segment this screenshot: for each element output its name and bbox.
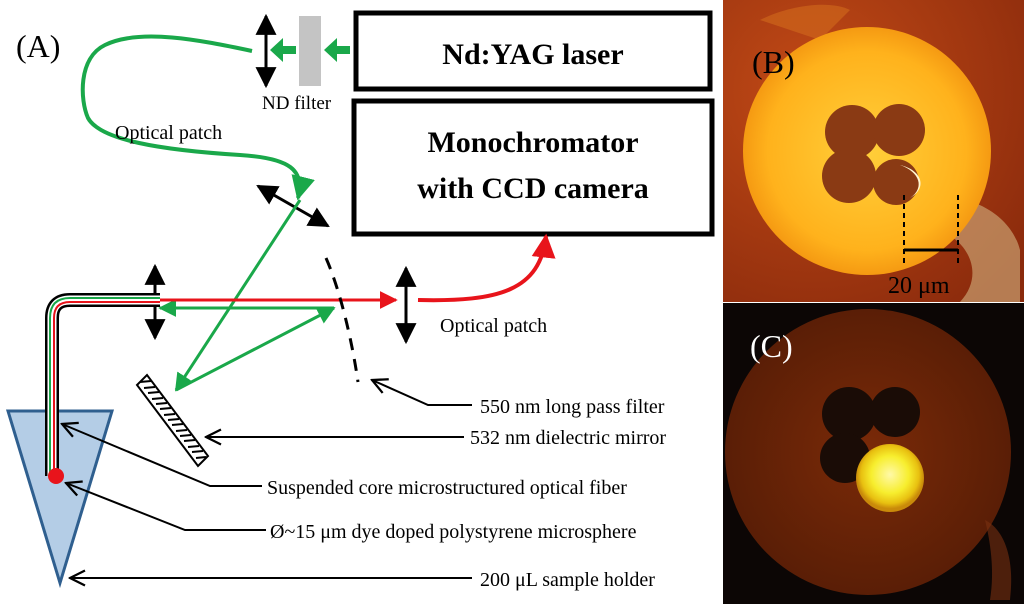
laser-output-arrow (324, 38, 350, 62)
emission-patch-cable (417, 233, 556, 303)
laser-box: Nd:YAG laser (353, 10, 713, 92)
monochromator-label-line1: Monochromator (427, 126, 638, 159)
optical-fiber-core-red (53, 301, 160, 476)
long-pass-filter-label: 550 nm long pass filter (480, 396, 665, 418)
nd-filter-output-arrow (270, 38, 296, 62)
lens-diagonal-icon (256, 184, 330, 228)
panel-b-label: (B) (752, 44, 795, 80)
microsphere (48, 468, 64, 484)
panel-c-image (723, 303, 1024, 604)
optical-patch-right-label: Optical patch (440, 315, 547, 337)
monochromator-box: Monochromator with CCD camera (351, 98, 715, 237)
monochromator-label-line2: with CCD camera (417, 172, 649, 205)
leader-microsphere (66, 483, 266, 531)
nd-filter (299, 16, 321, 86)
excitation-beam-to-mirror (174, 199, 302, 392)
microsphere-label: Ø~15 μm dye doped polystyrene microspher… (270, 521, 637, 543)
nd-filter-label: ND filter (262, 93, 332, 114)
dielectric-mirror-label: 532 nm dielectric mirror (470, 427, 666, 449)
excitation-patch-cable (80, 34, 315, 201)
optical-fiber-core-green (49, 297, 160, 476)
dielectric-mirror (135, 373, 210, 468)
sample-holder-label: 200 μL sample holder (480, 569, 655, 591)
leader-fiber (62, 424, 262, 487)
laser-label: Nd:YAG laser (442, 38, 623, 71)
fiber-label: Suspended core microstructured optical f… (267, 477, 627, 499)
long-pass-filter (324, 257, 360, 383)
panel-b-image (723, 0, 1024, 302)
optical-patch-top-label: Optical patch (115, 122, 222, 144)
leader-long-pass (372, 380, 472, 406)
excitation-beam-mirror-to-filter (175, 306, 336, 392)
optical-fiber-cladding (47, 295, 160, 476)
sample-holder (5, 409, 115, 589)
panel-c-label: (C) (750, 328, 793, 364)
panel-a-label: (A) (16, 28, 60, 64)
scale-bar-label: 20 μm (888, 273, 950, 299)
